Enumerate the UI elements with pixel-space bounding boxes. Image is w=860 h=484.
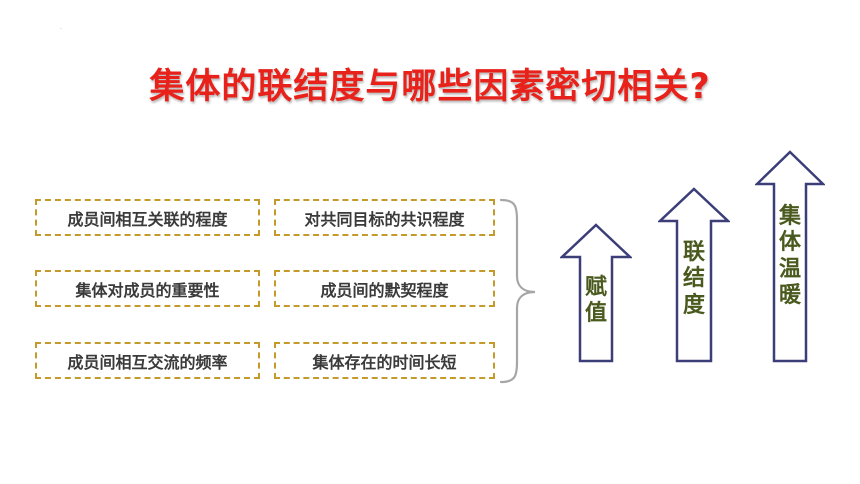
page-title: 集体的联结度与哪些因素密切相关? — [149, 67, 711, 107]
arrow-label-char: 体 — [778, 230, 801, 256]
arrow-label-char: 度 — [682, 292, 705, 318]
arrow-label-char: 结 — [682, 266, 705, 292]
factor-box-importance: 集体对成员的重要性 — [35, 270, 260, 307]
arrow-label-char: 温 — [778, 256, 801, 282]
up-arrow-icon — [755, 150, 825, 363]
arrow-lianjiedu: 联 结 度 — [658, 187, 730, 363]
up-arrow-icon — [560, 223, 632, 363]
arrow-label-char: 集 — [778, 204, 801, 229]
factor-box-member-relation: 成员间相互关联的程度 — [35, 199, 260, 236]
factor-box-duration: 集体存在的时间长短 — [274, 342, 495, 379]
up-arrow-icon — [658, 187, 730, 363]
curly-brace — [495, 196, 543, 390]
arrow-label-lianjiedu: 联 结 度 — [658, 240, 730, 319]
arrow-jititinuan: 集 体 温 暖 — [755, 150, 825, 363]
factor-box-tacit-understanding: 成员间的默契程度 — [274, 270, 495, 307]
arrow-label-jititinuan: 集 体 温 暖 — [755, 204, 825, 310]
arrow-label-char: 联 — [682, 240, 705, 265]
arrow-label-fuzhi: 赋 值 — [560, 275, 632, 328]
decorative-dot: . — [60, 24, 62, 31]
arrow-label-char: 值 — [584, 301, 607, 327]
arrow-label-char: 暖 — [778, 283, 801, 309]
arrow-label-char: 赋 — [584, 275, 607, 300]
factor-box-communication-frequency: 成员间相互交流的频率 — [35, 342, 260, 379]
factor-box-common-goal: 对共同目标的共识程度 — [274, 199, 495, 236]
arrow-fuzhi: 赋 值 — [560, 223, 632, 363]
